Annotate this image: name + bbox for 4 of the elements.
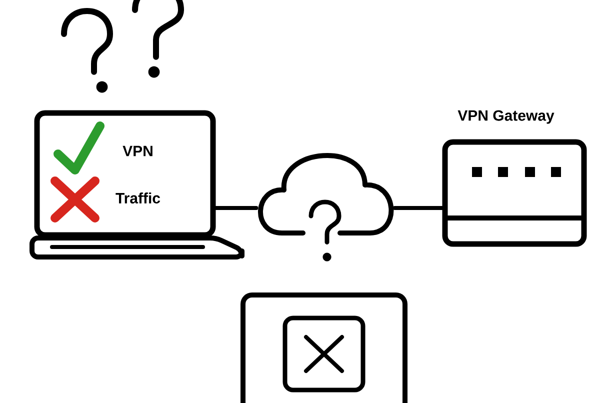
device-heading: VPN Gateway: [458, 110, 554, 124]
connector-line: [214, 206, 258, 210]
connector-line: [392, 206, 444, 210]
cloud: [258, 153, 394, 236]
